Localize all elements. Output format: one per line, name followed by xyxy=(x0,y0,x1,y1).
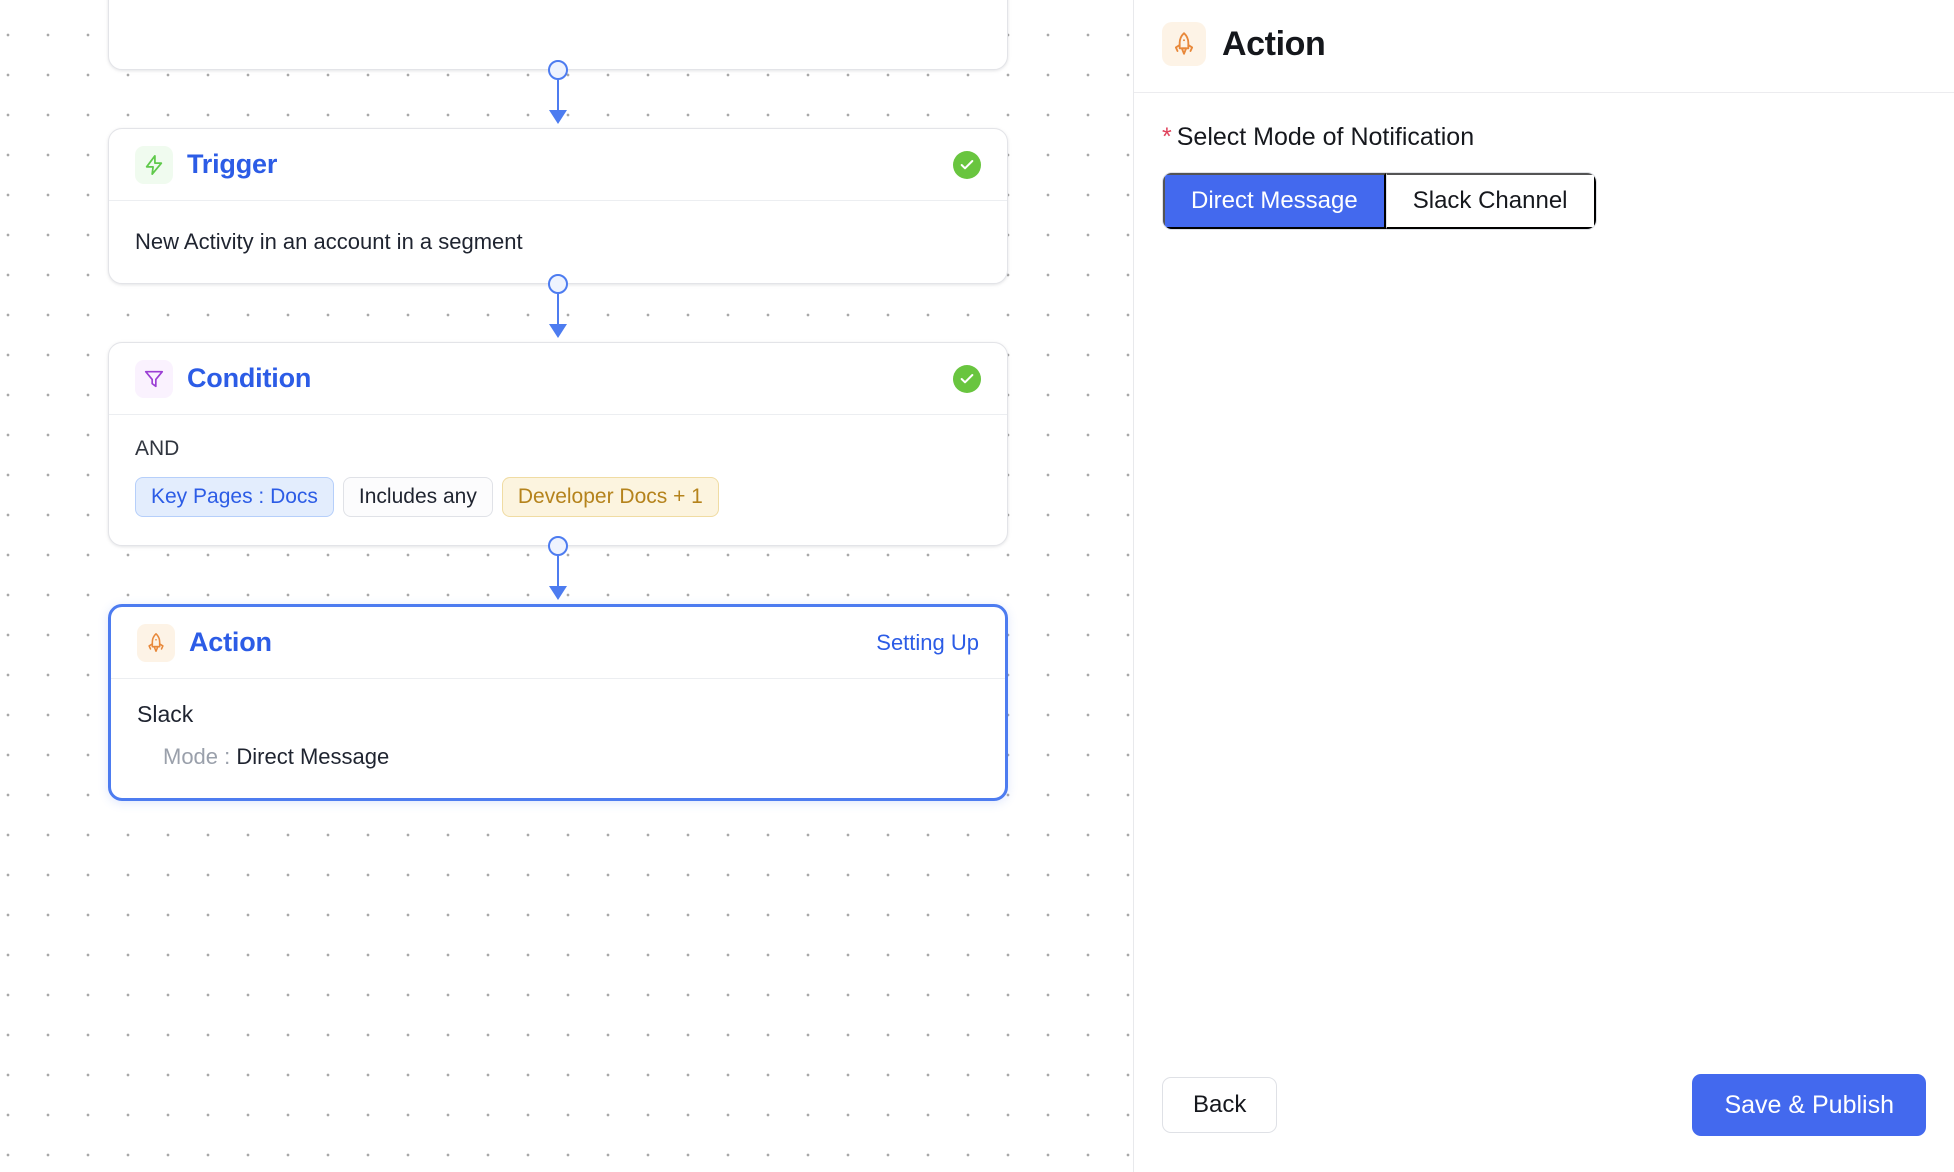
condition-chip-row: Key Pages : Docs Includes any Developer … xyxy=(135,477,981,517)
action-config-panel: Action *Select Mode of Notification Dire… xyxy=(1133,0,1954,1172)
action-detail-key: Mode : xyxy=(163,744,231,769)
action-app-name: Slack xyxy=(137,701,194,727)
condition-operator: AND xyxy=(135,437,180,460)
trigger-header-right xyxy=(953,150,981,179)
connector-node-handle[interactable] xyxy=(548,536,568,556)
action-detail-value: Direct Message xyxy=(236,744,390,769)
save-and-publish-button[interactable]: Save & Publish xyxy=(1692,1074,1926,1136)
notification-mode-label: *Select Mode of Notification xyxy=(1162,123,1926,152)
notification-mode-label-text: Select Mode of Notification xyxy=(1176,123,1475,151)
connector-node-handle[interactable] xyxy=(548,274,568,294)
workflow-canvas[interactable]: ICP Accounts - Mariam Trigger xyxy=(0,0,1133,1172)
panel-body: *Select Mode of Notification Direct Mess… xyxy=(1134,93,1954,1074)
connector-arrowhead-icon xyxy=(549,586,567,600)
node-action[interactable]: Action Setting Up Slack Mode : Direct Me… xyxy=(108,604,1008,801)
action-detail: Mode : Direct Message xyxy=(137,744,979,770)
node-trigger[interactable]: Trigger New Activity in an account in a … xyxy=(108,128,1008,284)
trigger-description: New Activity in an account in a segment xyxy=(135,229,523,254)
funnel-filter-icon xyxy=(135,359,173,398)
condition-chip-operator[interactable]: Includes any xyxy=(342,477,493,517)
panel-footer: Back Save & Publish xyxy=(1134,1074,1954,1172)
connector-line xyxy=(556,552,560,590)
action-header: Action Setting Up xyxy=(111,607,1005,679)
back-button[interactable]: Back xyxy=(1162,1077,1278,1133)
required-asterisk: * xyxy=(1162,123,1172,151)
action-title: Action xyxy=(189,627,272,657)
trigger-header: Trigger xyxy=(109,129,1007,201)
connector-node-handle[interactable] xyxy=(548,60,568,80)
segment-option-slack-channel[interactable]: Slack Channel xyxy=(1385,173,1596,229)
node-segment[interactable]: ICP Accounts - Mariam xyxy=(108,0,1008,70)
trigger-title: Trigger xyxy=(187,149,278,179)
panel-header: Action xyxy=(1134,0,1954,93)
node-condition[interactable]: Condition AND Key Pages : Docs Includes … xyxy=(108,342,1008,546)
condition-title: Condition xyxy=(187,363,312,393)
action-header-right: Setting Up xyxy=(876,630,979,656)
notification-mode-segmented-control[interactable]: Direct Message Slack Channel xyxy=(1162,172,1597,230)
panel-title: Action xyxy=(1222,24,1326,63)
connector-arrowhead-icon xyxy=(549,110,567,124)
check-circle-icon xyxy=(953,364,981,393)
condition-chip-field[interactable]: Key Pages : Docs xyxy=(135,477,334,517)
connector-trigger-to-condition xyxy=(108,274,1008,342)
check-circle-icon xyxy=(953,150,981,179)
rocket-icon xyxy=(1162,22,1206,66)
condition-header-right xyxy=(953,364,981,393)
action-body: Slack Mode : Direct Message xyxy=(111,679,1005,798)
trigger-body: New Activity in an account in a segment xyxy=(109,201,1007,283)
condition-chip-value[interactable]: Developer Docs + 1 xyxy=(501,477,719,517)
connector-line xyxy=(556,290,560,328)
connector-condition-to-action xyxy=(108,536,1008,604)
connector-line xyxy=(556,76,560,114)
action-status-label[interactable]: Setting Up xyxy=(876,629,979,655)
condition-header: Condition xyxy=(109,343,1007,415)
lightning-bolt-icon xyxy=(135,145,173,184)
connector-arrowhead-icon xyxy=(549,324,567,338)
rocket-icon xyxy=(137,623,175,662)
condition-body: AND Key Pages : Docs Includes any Develo… xyxy=(109,415,1007,545)
segment-option-direct-message[interactable]: Direct Message xyxy=(1163,173,1386,229)
workflow-flow: ICP Accounts - Mariam Trigger xyxy=(108,0,1008,801)
connector-segment-to-trigger xyxy=(108,60,1008,128)
